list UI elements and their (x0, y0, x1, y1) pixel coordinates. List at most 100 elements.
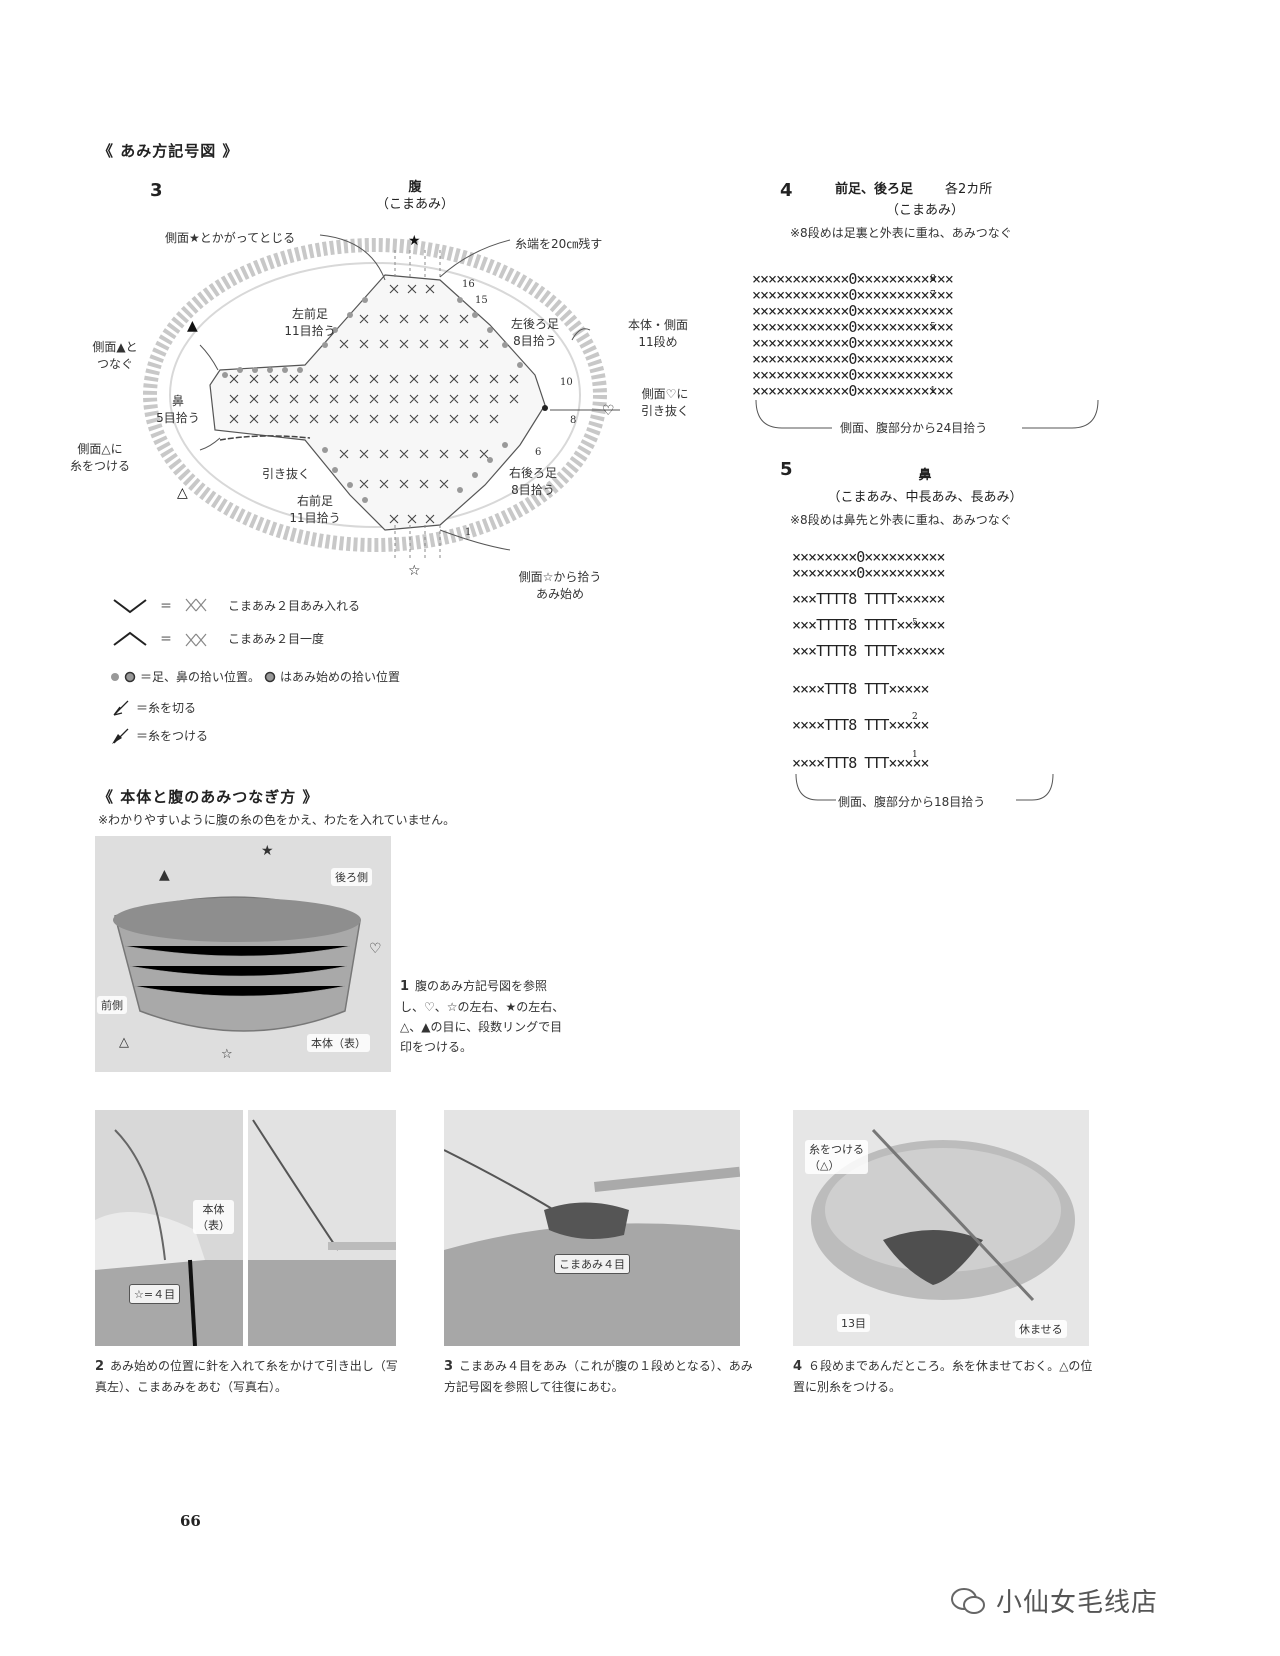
wechat-icon (950, 1586, 986, 1616)
legend-cut: ＝糸を切る (110, 697, 196, 717)
d5-row-number: 1 (912, 750, 918, 760)
d5-row: ×××TTTT8 TTTT×××××× (792, 642, 945, 660)
d4-row-number: 8 (930, 274, 936, 284)
d5-row: ××××TTT8 TTT××××× (792, 754, 929, 772)
d5-row-number: 2 (912, 712, 918, 722)
photo1-star-open: ☆ (217, 1046, 237, 1063)
legend-decrease-text: こまあみ２目一度 (228, 630, 324, 647)
d4-row-number: 5 (930, 322, 936, 332)
step-3-text: こまあみ４目をあみ（これが腹の１段めとなる）、あみ方記号図を参照して往復にあむ。 (444, 1359, 753, 1394)
d5-row: ××××TTT8 TTT××××× (792, 680, 929, 698)
label-nose: 鼻 5目拾う (148, 393, 208, 427)
label-right-front: 右前足 11目拾う (280, 493, 350, 527)
photo2-star-count: ☆=４目 (129, 1284, 180, 1304)
chart-symbols-title: 《 あみ方記号図 》 (98, 140, 238, 161)
row-number: 16 (462, 279, 475, 290)
legend-pickup2-text: はあみ始めの拾い位置 (280, 668, 400, 685)
step-4-text: ６段めまであんだところ。糸を休ませておく。△の位置に別糸をつける。 (793, 1359, 1092, 1394)
row-number: 8 (570, 415, 576, 426)
d5-row: ××××××××0×××××××××× (792, 564, 945, 582)
step-1-number: 1 (400, 979, 409, 994)
photo-step-3: こまあみ４目 (444, 1110, 740, 1346)
photo2-body-label: 本体 （表） (193, 1200, 234, 1234)
legend-eq: ＝ (160, 630, 172, 647)
photo3-sc4-label: こまあみ４目 (554, 1254, 630, 1274)
photo1-heart: ♡ (365, 940, 386, 958)
legend-increase-text: こまあみ２目あみ入れる (228, 597, 360, 614)
single-crochet-illustration (248, 1110, 396, 1346)
increase-symbol-icon (110, 596, 150, 614)
belly-stitch-diagram: 16 15 10 8 6 1 ★ ☆ ▲ △ ♡ (140, 225, 620, 575)
step-2-text: あみ始めの位置に針を入れて糸をかけて引き出し（写真左）、こまあみをあむ（写真右）… (95, 1359, 398, 1394)
label-side-star-open: 側面☆から拾う あみ始め (500, 569, 620, 603)
attach-yarn-icon (110, 725, 132, 745)
decrease-symbol-icon (110, 629, 150, 647)
diagram-3-number: 3 (150, 180, 163, 201)
d5-row: ××××TTT8 TTT××××× (792, 716, 929, 734)
label-side-triangle-filled: 側面▲と つなぐ (80, 339, 150, 373)
diagram-4-footer: 側面、腹部分から24目拾う (840, 419, 987, 436)
label-left-back: 左後ろ足 8目拾う (500, 316, 570, 350)
joining-title: 《 本体と腹のあみつなぎ方 》 (98, 786, 318, 807)
legend-eq: ＝ (160, 597, 172, 614)
diagram-5-number: 5 (780, 459, 793, 480)
watermark-text: 小仙女毛线店 (996, 1582, 1158, 1619)
photo1-front-side: 前側 (97, 996, 127, 1014)
four-single-crochet-illustration (444, 1110, 740, 1346)
step-4-number: 4 (793, 1359, 802, 1374)
photo4-rest-label: 休ませる (1015, 1320, 1067, 1338)
photo4-attach-label: 糸をつける （△） (805, 1140, 868, 1174)
diagram-4-note: ※8段めは足裏と外表に重ね、あみつなぐ (790, 224, 1012, 241)
diagram-5-footer: 側面、腹部分から18目拾う (838, 793, 985, 810)
legend-increase: ＝ こまあみ２目あみ入れる (110, 595, 360, 615)
star-open-marker: ☆ (408, 563, 421, 575)
row-number: 1 (465, 527, 471, 538)
legend-attach-text: ＝糸をつける (136, 727, 208, 744)
label-slip: 引き抜く (262, 466, 310, 483)
row-number: 15 (475, 295, 488, 306)
row-number: 6 (535, 447, 541, 458)
start-pickup-dot-icon (124, 671, 136, 683)
photo-step-4: 糸をつける （△） 13目 休ませる (793, 1110, 1089, 1346)
d5-row-number: 5 (912, 618, 918, 628)
label-yarn-end: 糸端を20㎝残す (515, 236, 602, 253)
row-number: 10 (560, 377, 573, 388)
photo1-tri-filled: ▲ (155, 866, 174, 884)
photo-step-2-left: 本体 （表） ☆=４目 (95, 1110, 243, 1346)
increase-cross-icon (182, 595, 212, 615)
cut-yarn-icon (110, 697, 132, 717)
label-side-heart: 側面♡に 引き抜く (630, 386, 700, 420)
label-right-back: 右後ろ足 8目拾う (498, 465, 568, 499)
legend-pickup: ＝足、鼻の拾い位置。 はあみ始めの拾い位置 (110, 668, 400, 685)
photo1-tri-open: △ (115, 1034, 133, 1051)
star-filled-marker: ★ (408, 233, 421, 249)
label-body-side: 本体・側面 11段め (618, 317, 698, 351)
d4-row-number: 7 (930, 290, 936, 300)
diagram-4-count: 各2カ所 (945, 180, 992, 199)
d4-row-number: 1 (930, 386, 936, 396)
diagram-5-subtitle: （こまあみ、中長あみ、長あみ） (810, 488, 1040, 507)
label-side-triangle-open: 側面△に 糸をつける (60, 441, 140, 475)
diagram-5-title: 鼻 (870, 466, 980, 485)
decrease-cross-icon (182, 628, 212, 648)
pickup-dot-icon (110, 672, 120, 682)
diagram-5-note: ※8段めは鼻先と外表に重ね、あみつなぐ (790, 511, 1012, 528)
diagram-4-subtitle: （こまあみ） (870, 201, 980, 220)
watermark: 小仙女毛线店 (950, 1582, 1158, 1619)
diagram-4-title: 前足、後ろ足 (835, 180, 913, 199)
diagram-4-number: 4 (780, 180, 793, 201)
triangle-open-marker: △ (177, 485, 188, 501)
triangle-filled-marker: ▲ (187, 318, 198, 334)
d5-row: ×××TTTT8 TTTT×××××× (792, 616, 945, 634)
step-2-number: 2 (95, 1359, 104, 1374)
step-3-number: 3 (444, 1359, 453, 1374)
photo-body-bowl: ▲ ★ 後ろ側 ♡ 前側 △ ☆ 本体（表） (95, 836, 391, 1072)
joining-note: ※わかりやすいように腹の糸の色をかえ、わたを入れていません。 (98, 811, 455, 828)
legend-attach: ＝糸をつける (110, 725, 208, 745)
photo1-back-side: 後ろ側 (331, 868, 372, 886)
start-pickup-dot-icon (264, 671, 276, 683)
heart-marker: ♡ (602, 403, 615, 419)
